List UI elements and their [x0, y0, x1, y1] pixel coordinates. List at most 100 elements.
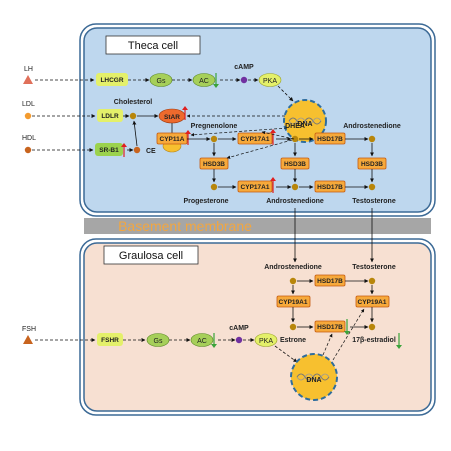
- cyp17a1-enzyme-bottom: [237, 180, 273, 193]
- ce-dot: [133, 146, 141, 154]
- ldl-dot: [24, 112, 32, 120]
- cyp17a1-top-up-arrowhead: [270, 129, 276, 133]
- estrone-label: Estrone: [280, 337, 306, 344]
- cyp17a1-top-label: CYP17A1: [241, 136, 270, 143]
- estradiol-down-arrowhead: [396, 345, 402, 349]
- progesterone-dot: [210, 183, 218, 191]
- testosterone-theca-dot: [368, 183, 376, 191]
- hsd17b-mid-label: HSD17B: [317, 184, 343, 191]
- hsd17b-enzyme-gr-bottom: [314, 320, 346, 333]
- lhcgr-receptor: [96, 73, 128, 86]
- testosterone-gr-label: Testosterone: [352, 264, 396, 271]
- hsd17b-gr-bottom-label: HSD17B: [317, 324, 343, 331]
- pka-gr-label: PKA: [259, 338, 273, 345]
- androstenedione-top-label: Androstenedione: [343, 123, 401, 130]
- androstenedione-gr-label: Androstenedione: [264, 264, 322, 271]
- hsd17b-enzyme-gr-top: [314, 274, 346, 287]
- cyp19a1-enzyme-2: [355, 295, 390, 308]
- theca-title: Theca cell: [128, 40, 178, 52]
- ldlr-label: LDLR: [101, 113, 119, 120]
- gs-gr-label: Gs: [154, 338, 163, 345]
- theca-title-box: [105, 35, 201, 55]
- ac-theca-label: AC: [199, 78, 209, 85]
- hsd17b-enzyme-mid: [314, 180, 346, 193]
- cyp11a-enzyme: [156, 132, 188, 145]
- camp-gr-dot: [235, 336, 243, 344]
- dna-theca-label: DNA: [297, 121, 312, 128]
- lh-triangle-icon: [23, 75, 33, 84]
- dna-gr-to-hsd17b-arrow: [322, 333, 333, 356]
- estradiol-label: 17β-estradiol: [352, 337, 396, 344]
- theca-cell: [83, 27, 432, 213]
- cyp19a1-1-label: CYP19A1: [279, 299, 308, 306]
- hdl-dot: [24, 146, 32, 154]
- pregnenolone-label: Pregnenolone: [191, 123, 238, 130]
- hsd17b-gr-top-label: HSD17B: [317, 278, 343, 285]
- dna-to-cyp17a1-arrow: [261, 130, 295, 140]
- ac-theca: [192, 73, 216, 87]
- testosterone-gr-dot: [368, 277, 376, 285]
- estradiol-dot: [368, 323, 376, 331]
- hsd17b-gr-bottom-down-arrowhead: [344, 331, 350, 335]
- camp-theca-label: cAMP: [234, 64, 254, 71]
- ldl-label: LDL: [22, 101, 35, 108]
- progesterone-label: Progesterone: [183, 198, 228, 205]
- granulosa-title: Graulosa cell: [119, 250, 183, 262]
- basement-membrane-band: [84, 218, 431, 234]
- cyp19a1-2-label: CYP19A1: [358, 299, 387, 306]
- dna-helix-theca-strand: [288, 117, 322, 125]
- hsd17b-top-label: HSD17B: [317, 136, 343, 143]
- pka-to-dna-arrow-theca: [277, 85, 294, 102]
- cyp17a1-bottom-up-arrowhead: [270, 177, 276, 181]
- testosterone-theca-label: Testosterone: [352, 198, 396, 205]
- ac-gr-label: AC: [197, 338, 207, 345]
- granulosa-title-box: [103, 245, 199, 265]
- ce-to-cholesterol-arrow: [132, 120, 138, 147]
- fsh-triangle-icon: [23, 335, 33, 344]
- pka-to-dna-arrow-gr: [274, 345, 298, 363]
- basement-membrane-label: Basement membrane: [118, 218, 252, 234]
- fshr-receptor: [97, 333, 123, 346]
- pka-gr: [254, 333, 278, 347]
- cyp11a-label: CYP11A: [160, 136, 185, 143]
- cyp17a1-bottom-label: CYP17A1: [241, 184, 270, 191]
- dna-to-cyp11a-arrow: [190, 127, 288, 137]
- gs-theca-label: Gs: [157, 78, 166, 85]
- camp-theca-dot: [240, 76, 248, 84]
- ldlr-receptor: [97, 109, 123, 122]
- hsd3b-1-label: HSD3B: [203, 161, 225, 168]
- pka-theca: [258, 73, 282, 87]
- camp-gr-label: cAMP: [229, 325, 249, 332]
- ac-theca-down-arrowhead: [213, 84, 219, 88]
- dna-helix-gr-strand: [296, 373, 330, 381]
- androstenedione-top-dot: [368, 135, 376, 143]
- hdl-label: HDL: [22, 135, 36, 142]
- ac-gr: [190, 333, 214, 347]
- granulosa-cell-outer: [79, 238, 436, 416]
- cyp17a1-enzyme-top: [237, 132, 273, 145]
- star-label: StAR: [164, 114, 180, 121]
- dhea-label: DHEA: [285, 123, 305, 130]
- dhea-dot: [291, 135, 299, 143]
- cyp19a1-enzyme-1: [276, 295, 311, 308]
- srb1-receptor: [95, 143, 123, 156]
- star-up-arrowhead: [182, 106, 188, 110]
- androstenedione-mid-dot: [291, 183, 299, 191]
- androstenedione-gr-dot: [289, 277, 297, 285]
- estrone-dot: [289, 323, 297, 331]
- srb1-up-arrowhead: [121, 143, 127, 147]
- hsd3b-2-label: HSD3B: [284, 161, 306, 168]
- dna-gr: [290, 353, 338, 401]
- cyp11a-up-arrowhead: [185, 130, 191, 134]
- lhcgr-label: LHCGR: [100, 77, 123, 84]
- ce-label: CE: [146, 148, 156, 155]
- fsh-label: FSH: [22, 326, 36, 333]
- lh-label: LH: [24, 66, 33, 73]
- pregnenolone-dot: [210, 135, 218, 143]
- cholesterol-label: Cholesterol: [114, 99, 153, 106]
- pka-theca-label: PKA: [263, 78, 277, 85]
- androstenedione-mid-label: Androstenedione: [266, 198, 324, 205]
- theca-cell-outer: [79, 23, 436, 217]
- dna-to-hsd3b-arrow: [226, 139, 293, 159]
